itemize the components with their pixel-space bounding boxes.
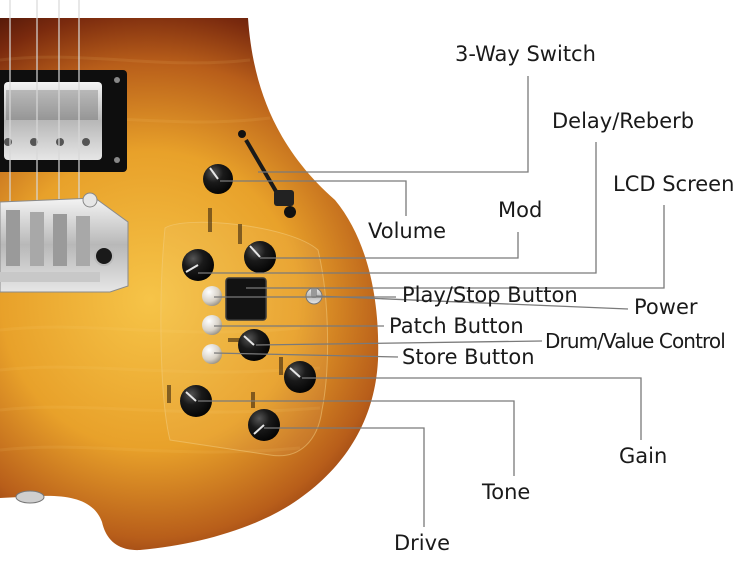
label-gain: Gain bbox=[619, 444, 668, 468]
label-drum-value-control: Drum/Value Control bbox=[545, 329, 726, 353]
bridge bbox=[0, 192, 129, 293]
leader-tone bbox=[198, 400, 515, 476]
lcd-screen bbox=[225, 277, 267, 321]
label-power: Power bbox=[634, 295, 698, 319]
leader-drive bbox=[264, 427, 425, 527]
label-three-way-switch: 3-Way Switch bbox=[455, 42, 596, 66]
patch-button-graphic bbox=[202, 315, 222, 335]
label-store-button: Store Button bbox=[402, 345, 535, 369]
knob-pointers bbox=[185, 167, 301, 435]
leader-lines bbox=[198, 76, 665, 527]
label-patch-button: Patch Button bbox=[389, 314, 524, 338]
play-stop-button-graphic bbox=[202, 286, 222, 306]
label-delay-reverb: Delay/Reberb bbox=[552, 109, 695, 133]
label-drive: Drive bbox=[394, 531, 450, 555]
strap-button bbox=[15, 490, 45, 504]
leader-drum-value bbox=[255, 340, 543, 346]
humbucker-pickup bbox=[0, 70, 127, 172]
panel-markings bbox=[167, 208, 283, 408]
store-button-graphic bbox=[202, 344, 222, 364]
label-mod: Mod bbox=[498, 198, 543, 222]
leader-volume bbox=[220, 180, 407, 216]
power-toggle bbox=[305, 287, 323, 305]
label-lcd-screen: LCD Screen bbox=[613, 172, 735, 196]
leader-three-way-switch bbox=[258, 76, 529, 173]
label-play-stop-button: Play/Stop Button bbox=[402, 283, 578, 307]
leader-lcd-screen bbox=[246, 205, 665, 289]
leader-gain bbox=[302, 377, 642, 440]
leader-store bbox=[213, 352, 399, 358]
leader-mod bbox=[260, 232, 519, 259]
leader-power bbox=[315, 295, 629, 310]
leader-delay-reverb bbox=[198, 142, 597, 274]
label-tone: Tone bbox=[482, 480, 531, 504]
label-volume: Volume bbox=[368, 219, 447, 243]
